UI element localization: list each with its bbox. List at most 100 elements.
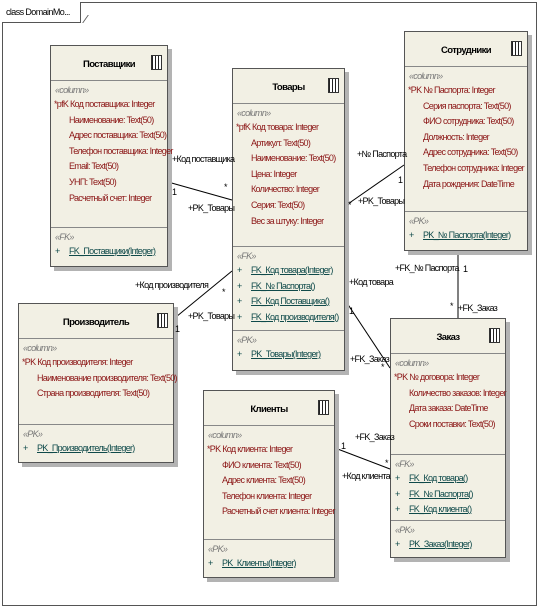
- class-order[interactable]: Заказ «column» *PK № договора: Integer К…: [390, 318, 507, 558]
- stereotype-label: «PK»: [395, 525, 415, 535]
- stereotype-label: «column»: [395, 358, 429, 368]
- stereotype-label: «PK»: [409, 216, 429, 226]
- multiplicity-label: *: [450, 301, 453, 311]
- attribute: Адрес поставщика: Text(50): [69, 130, 167, 141]
- operation: +FK_Код Поставщика(): [237, 296, 330, 307]
- pk-attribute: *PK № договора: Integer: [394, 372, 480, 382]
- operation: +PK_Товары(Integer): [237, 349, 321, 359]
- table-icon: [318, 400, 329, 415]
- attribute: Количество: Integer: [251, 184, 320, 195]
- attribute: Должность: Integer: [423, 131, 490, 142]
- table-icon: [328, 78, 339, 93]
- role-label: +№ Паспорта: [357, 149, 407, 159]
- assoc-goods-order: [344, 299, 391, 369]
- operation: +FK_Код товара(Integer): [237, 265, 333, 275]
- operation: +FK_Код клиента(): [395, 504, 472, 515]
- role-label: +Код производителя: [135, 280, 209, 290]
- table-icon: [511, 41, 522, 56]
- stereotype-label: «column»: [409, 71, 443, 81]
- multiplicity-label: 1: [463, 264, 468, 274]
- multiplicity-label: 1: [175, 324, 180, 334]
- multiplicity-label: *: [348, 200, 351, 210]
- assoc-clients-order: [334, 447, 391, 470]
- operation: +FK_Код товара(): [395, 473, 468, 483]
- class-title: Поставщики: [82, 59, 136, 70]
- attribute: Артикул: Text(50): [251, 137, 311, 148]
- operation: +PK_Клиенты(Integer): [208, 558, 297, 568]
- class-clients[interactable]: Клиенты «column» *PK Код клиента: Intege…: [203, 390, 335, 578]
- attribute: ФИО клиента: Text(50): [222, 459, 302, 470]
- attribute: Серия: Text(50): [251, 199, 305, 210]
- attribute: Сроки поставки: Text(50): [409, 418, 496, 429]
- attribute: Телефон клиента: Integer: [222, 490, 312, 501]
- stereotype-label: «PK»: [208, 544, 228, 554]
- pk-attribute: *pfK Код поставщика: Integer: [54, 99, 155, 109]
- stereotype-label: «column»: [237, 108, 271, 118]
- class-manufacturer[interactable]: Производитель «column» *PK Код производи…: [18, 303, 178, 463]
- role-label: +FK_Заказ: [355, 432, 395, 442]
- class-suppliers[interactable]: Поставщики «column» *pfK Код поставщика:…: [50, 45, 173, 267]
- attribute: Дата заказа: DateTime: [409, 403, 488, 414]
- attribute: Наименование: Text(50): [251, 153, 336, 164]
- attribute: Email: Text(50): [69, 161, 119, 172]
- attribute: Серия паспорта: Text(50): [423, 100, 511, 111]
- stereotype-label: «FK»: [395, 459, 414, 469]
- role-label: +Код товара: [349, 277, 394, 287]
- operation: +PK_Заказ(Integer): [395, 539, 472, 549]
- attribute: Расчетный счет: Integer: [69, 192, 152, 203]
- multiplicity-label: 1: [398, 175, 403, 185]
- attribute: Телефон поставщика: Integer: [69, 145, 173, 156]
- assoc-maker-goods: [164, 270, 233, 327]
- diagram-frame-tab: class DomainMo...: [2, 2, 81, 23]
- role-label: +PK_Товары: [188, 311, 235, 321]
- operation: +FK_№ Паспорта(): [237, 280, 316, 291]
- class-goods[interactable]: Товары «column» *pfK Код товара: Integer…: [232, 68, 345, 371]
- table-icon: [157, 313, 168, 328]
- pk-attribute: *PK Код производителя: Integer: [22, 357, 133, 367]
- stereotype-label: «PK»: [237, 335, 257, 345]
- multiplicity-label: *: [224, 182, 227, 192]
- pk-attribute: *pfK Код товара: Integer: [236, 122, 319, 132]
- assoc-staff-goods: [344, 164, 405, 207]
- table-icon: [151, 55, 162, 70]
- attribute: Дата рождения: DateTime: [423, 178, 515, 189]
- multiplicity-label: *: [385, 458, 388, 468]
- operation: +PK_Производитель(Integer): [23, 443, 135, 453]
- multiplicity-label: *: [381, 362, 384, 372]
- multiplicity-label: 1: [172, 187, 177, 197]
- attribute: Наименование производителя: Text(50): [37, 372, 178, 383]
- stereotype-label: «column»: [208, 430, 242, 440]
- attribute: Страна производителя: Text(50): [37, 388, 150, 399]
- attribute: Цена: Integer: [251, 168, 297, 179]
- table-icon: [489, 328, 500, 343]
- attribute: Расчетный счет клиента: Integer: [222, 506, 335, 517]
- operation: +FK_Код производителя(): [237, 311, 339, 322]
- attribute: ФИО сотрудника: Text(50): [423, 116, 514, 127]
- class-title: Клиенты: [250, 404, 288, 415]
- attribute: Наименование: Text(50): [69, 114, 154, 125]
- attribute: УНП: Text(50): [69, 176, 117, 187]
- pk-attribute: *PK Код клиента: Integer: [207, 444, 293, 454]
- multiplicity-label: *: [222, 287, 225, 297]
- role-label: +FK_№ Паспорта: [395, 263, 460, 273]
- stereotype-label: «column»: [55, 85, 89, 95]
- stereotype-label: «FK»: [237, 251, 256, 261]
- class-staff[interactable]: Сотрудники «column» *PK № Паспорта: Inte…: [404, 31, 528, 251]
- multiplicity-label: 1: [341, 441, 346, 451]
- attribute: Вес за штуку: Integer: [251, 215, 324, 226]
- stereotype-label: «column»: [23, 343, 57, 353]
- role-label: +PK_Товары: [358, 196, 405, 206]
- role-label: +PK_Товары: [188, 203, 235, 213]
- operation: +FK_№ Паспорта(): [395, 488, 474, 499]
- stereotype-label: «PK»: [23, 429, 43, 439]
- pk-attribute: *PK № Паспорта: Integer: [408, 85, 495, 95]
- stereotype-label: «FK»: [55, 232, 74, 242]
- role-label: +FK_Заказ: [458, 303, 498, 313]
- class-title: Сотрудники: [440, 45, 492, 56]
- role-label: +Код клиента: [342, 471, 391, 481]
- operation: +PK_№ Паспорта(Integer): [409, 230, 511, 240]
- attribute: Адрес клиента: Text(50): [222, 475, 306, 486]
- multiplicity-label: 1: [349, 306, 354, 316]
- diagram-frame: [2, 2, 537, 606]
